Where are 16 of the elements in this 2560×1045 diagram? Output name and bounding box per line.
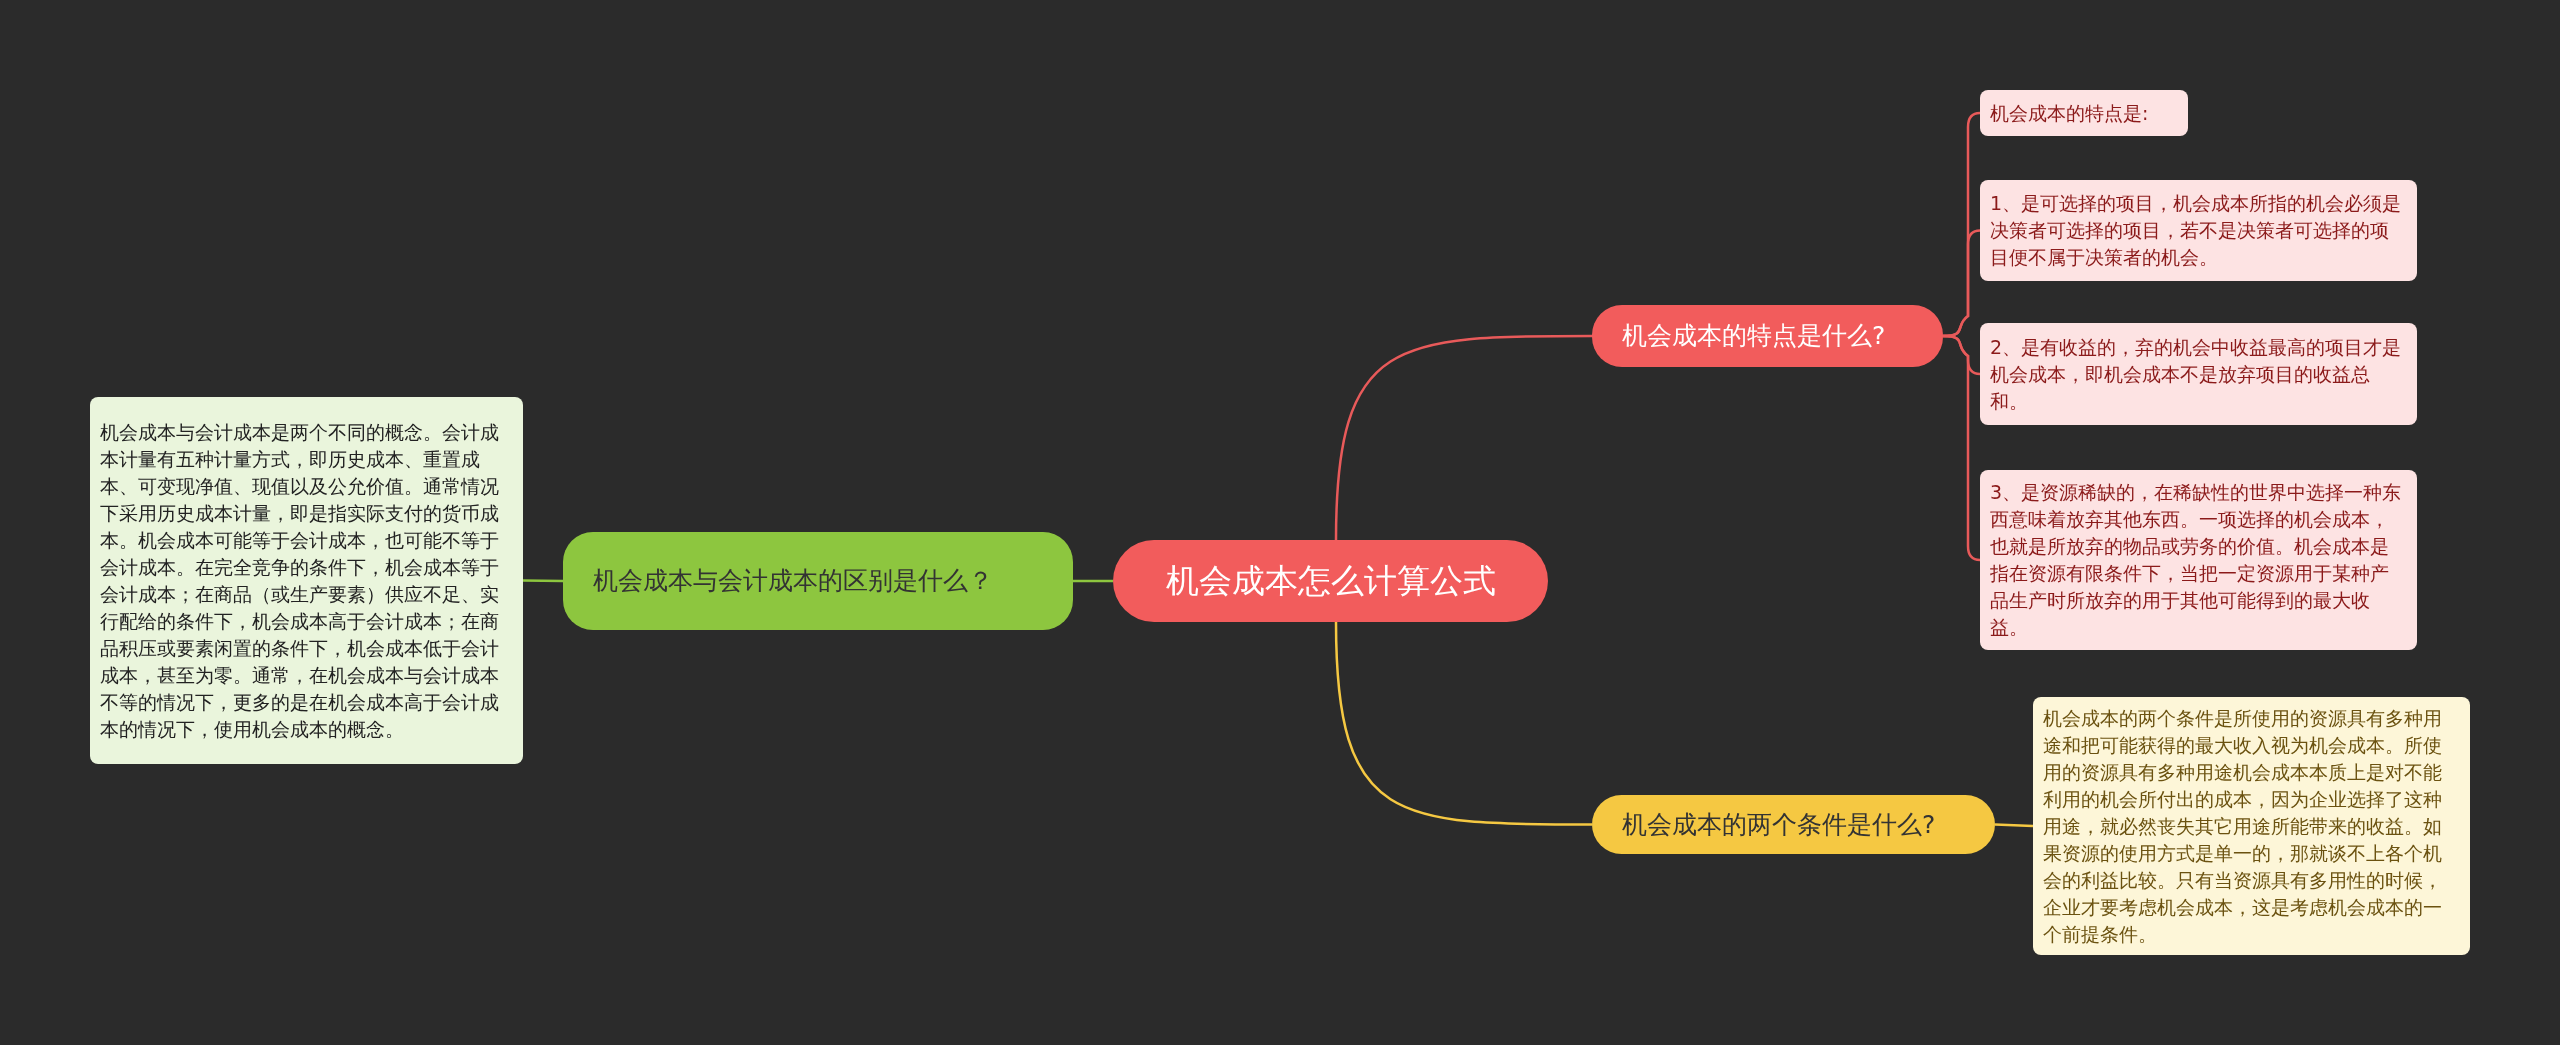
connector-line: [1942, 334, 1981, 562]
connector-line: [523, 579, 563, 583]
connector-line: [1334, 621, 1592, 826]
branch-topic-box: 机会成本的两个条件是什么?: [1592, 795, 1995, 854]
connector-line: [1994, 823, 2034, 828]
note-box: 机会成本的特点是:: [1980, 90, 2188, 136]
note-box: 1、是可选择的项目，机会成本所指的机会必须是决策者可选择的项目，若不是决策者可选择的项目便不属于决策者的机会。: [1980, 180, 2417, 281]
connector-line: [1334, 334, 1592, 541]
branch-topic-box: 机会成本的特点是什么?: [1592, 305, 1943, 367]
note-box: 机会成本的两个条件是所使用的资源具有多种用途和把可能获得的最大收入视为机会成本。所使用的资源具有多种用途机会成本本质上是对不能利用的机会所付出的成本，因为企业选择了这种用途，就必然丧失其它用途所能带来的收益。如果资源的使用方式是单一的，那就谈不上各个机会的利益比较。只有当资源具有多用性的时候，企业才要考虑机会成本，这是考虑机会成本的一个前提条件。: [2033, 697, 2470, 955]
note-box: 机会成本与会计成本是两个不同的概念。会计成本计量有五种计量方式，即历史成本、重置成本、可变现净值、现值以及公允价值。通常情况下采用历史成本计量，即是指实际支付的货币成本。机会成本可能等于会计成本，也可能不等于会计成本。在完全竞争的条件下，机会成本等于会计成本；在商品（或生产要素）供应不足、实行配给的条件下，机会成本高于会计成本；在商品积压或要素闲置的条件下，机会成本低于会计成本，甚至为零。通常，在机会成本与会计成本不等的情况下，更多的是在机会成本高于会计成本的情况下，使用机会成本的概念。: [90, 397, 523, 764]
note-box: 3、是资源稀缺的，在稀缺性的世界中选择一种东西意味着放弃其他东西。一项选择的机会成本，也就是所放弃的物品或劳务的价值。机会成本是指在资源有限条件下，当把一定资源用于某种产品生产时所放弃的用于其他可能得到的最大收益。: [1980, 470, 2417, 650]
branch-topic-box: 机会成本与会计成本的区别是什么？: [563, 532, 1073, 630]
central-topic-box: 机会成本怎么计算公式: [1113, 540, 1548, 622]
note-box: 2、是有收益的，弃的机会中收益最高的项目才是机会成本，即机会成本不是放弃项目的收益总和。: [1980, 323, 2417, 425]
connector-line: [1073, 579, 1113, 583]
